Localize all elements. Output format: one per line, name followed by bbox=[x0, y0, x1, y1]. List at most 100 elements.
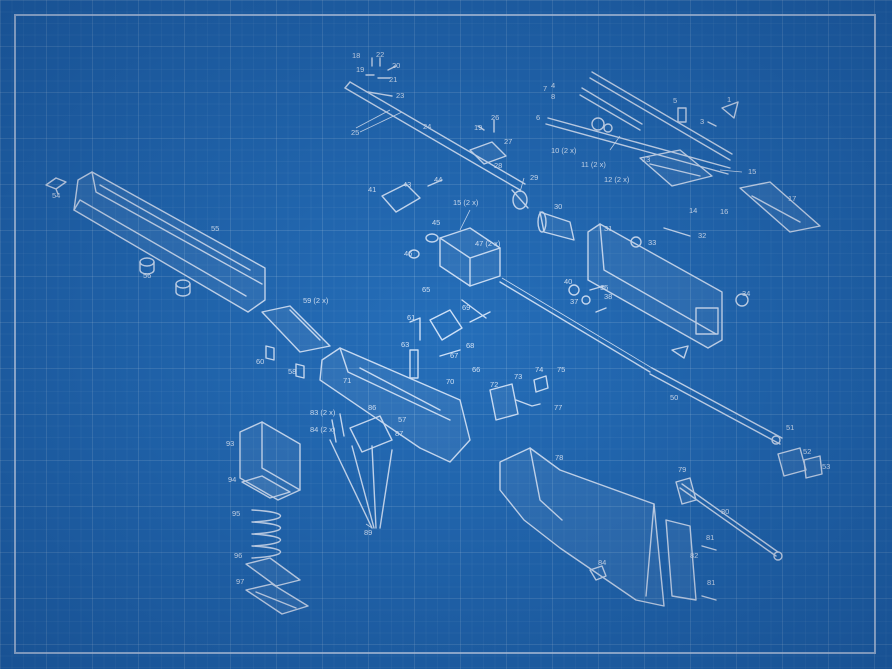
label-32: 32 bbox=[698, 231, 706, 240]
label-27: 27 bbox=[504, 137, 512, 146]
part-follower-94 bbox=[241, 475, 291, 499]
part-bolt-carrier-17 bbox=[739, 181, 821, 233]
part-plate-59-60 bbox=[261, 305, 331, 379]
label-89: 89 bbox=[364, 528, 372, 537]
label-95: 95 bbox=[232, 509, 240, 518]
label-20: 20 bbox=[392, 61, 400, 70]
label-15: 15 bbox=[748, 167, 756, 176]
part-small-pins-18-23 bbox=[365, 57, 397, 97]
label-8: 8 bbox=[551, 92, 555, 101]
label-82: 82 bbox=[690, 551, 698, 560]
label-74: 74 bbox=[535, 365, 543, 374]
label-75: 75 bbox=[557, 365, 565, 374]
part-spring-95 bbox=[251, 509, 282, 559]
label-5: 5 bbox=[673, 96, 677, 105]
label-70: 70 bbox=[446, 377, 454, 386]
label-69: 69 bbox=[462, 303, 470, 312]
label-22: 22 bbox=[376, 50, 384, 59]
part-lower-receiver bbox=[319, 347, 471, 463]
part-gas-tube bbox=[545, 71, 733, 175]
label-24: 24 bbox=[423, 122, 431, 131]
label-12: 12 (2 x) bbox=[604, 175, 630, 184]
label-81: 81 bbox=[706, 533, 714, 542]
label-72: 72 bbox=[490, 380, 498, 389]
label-46: 46 bbox=[404, 249, 412, 258]
label-38: 38 bbox=[604, 292, 612, 301]
label-86: 86 bbox=[368, 403, 376, 412]
label-59-2x: 59 (2 x) bbox=[303, 296, 329, 305]
part-small-1-3 bbox=[677, 101, 739, 127]
label-41: 41 bbox=[368, 185, 376, 194]
label-10: 10 (2 x) bbox=[551, 146, 577, 155]
part-screws-81-84 bbox=[589, 545, 717, 601]
label-56: 56 bbox=[143, 271, 151, 280]
part-stock bbox=[499, 447, 665, 607]
label-87: 87 bbox=[395, 429, 403, 438]
label-54: 54 bbox=[52, 191, 60, 200]
part-end-cap-52-53 bbox=[777, 447, 823, 479]
label-45: 45 bbox=[432, 218, 440, 227]
part-fore-end bbox=[73, 171, 266, 313]
label-50: 50 bbox=[670, 393, 678, 402]
part-stock-bolt-80 bbox=[675, 477, 783, 561]
part-number-labels: 1 3 4 5 6 7 8 10 (2 x) 11 (2 x) 12 (2 x)… bbox=[52, 50, 830, 587]
label-58: 58 bbox=[288, 367, 296, 376]
label-47-2x: 47 (2 x) bbox=[475, 239, 501, 248]
label-67: 67 bbox=[450, 351, 458, 360]
part-nut-57 bbox=[175, 279, 191, 297]
label-19-b: 19 bbox=[474, 123, 482, 132]
label-84: 84 bbox=[598, 558, 606, 567]
label-7: 7 bbox=[543, 84, 547, 93]
part-pins-32-34 bbox=[630, 227, 749, 359]
part-plate-96 bbox=[245, 557, 301, 587]
label-66: 66 bbox=[472, 365, 480, 374]
label-15-2x: 15 (2 x) bbox=[453, 198, 479, 207]
label-97: 97 bbox=[236, 577, 244, 586]
part-piston-13 bbox=[639, 149, 713, 187]
label-80: 80 bbox=[721, 507, 729, 516]
part-front-sight-block bbox=[381, 179, 501, 287]
label-68: 68 bbox=[466, 341, 474, 350]
label-52: 52 bbox=[803, 447, 811, 456]
label-28: 28 bbox=[494, 161, 502, 170]
label-77: 77 bbox=[554, 403, 562, 412]
label-17: 17 bbox=[788, 194, 796, 203]
part-hammer-group-86-89 bbox=[329, 413, 393, 529]
label-23: 23 bbox=[396, 91, 404, 100]
label-3: 3 bbox=[700, 117, 704, 126]
part-floorplate-97 bbox=[245, 583, 309, 615]
label-61: 61 bbox=[407, 313, 415, 322]
part-screw-54 bbox=[45, 177, 67, 195]
part-small-72-77 bbox=[489, 375, 549, 421]
label-63: 63 bbox=[401, 340, 409, 349]
label-73: 73 bbox=[514, 372, 522, 381]
label-53: 53 bbox=[822, 462, 830, 471]
label-51: 51 bbox=[786, 423, 794, 432]
label-36: 36 bbox=[600, 283, 608, 292]
label-25: 25 bbox=[351, 128, 359, 137]
part-trigger-group bbox=[409, 299, 491, 357]
label-57: 57 bbox=[398, 415, 406, 424]
part-guide-rod-50 bbox=[649, 367, 783, 445]
label-11: 11 (2 x) bbox=[581, 160, 606, 169]
label-84-2x: 84 (2 x) bbox=[310, 425, 336, 434]
part-gas-block-27-28 bbox=[469, 119, 507, 165]
part-op-rod bbox=[499, 277, 653, 373]
label-29: 29 bbox=[530, 173, 538, 182]
label-93: 93 bbox=[226, 439, 234, 448]
label-43: 43 bbox=[403, 180, 411, 189]
label-26: 26 bbox=[491, 113, 499, 122]
label-55: 55 bbox=[211, 224, 219, 233]
blueprint-border bbox=[14, 14, 876, 654]
label-83-2x: 83 (2 x) bbox=[310, 408, 336, 417]
label-78: 78 bbox=[555, 453, 563, 462]
label-65: 65 bbox=[422, 285, 430, 294]
label-21: 21 bbox=[389, 75, 397, 84]
part-magazine-body bbox=[239, 421, 301, 501]
label-79: 79 bbox=[678, 465, 686, 474]
part-bolt-parts-36-40 bbox=[568, 284, 607, 313]
label-34: 34 bbox=[742, 289, 750, 298]
label-96: 96 bbox=[234, 551, 242, 560]
